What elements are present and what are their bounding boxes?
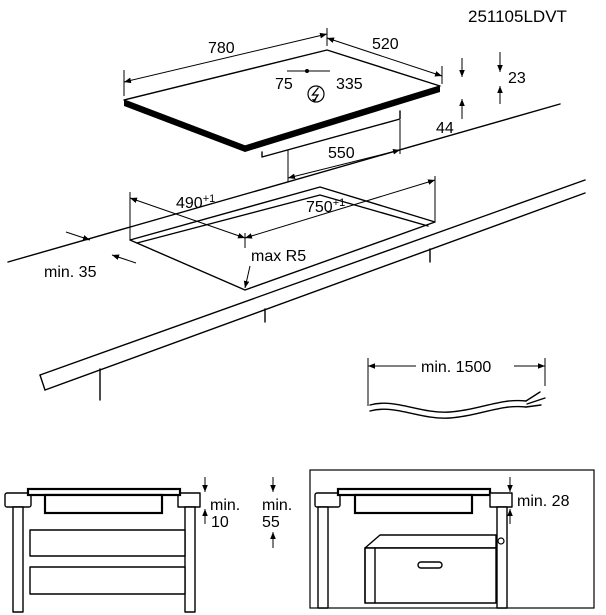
hob-body-outline [261, 110, 401, 158]
cutout-width-label: 750+1 [306, 197, 345, 216]
body-height-label: 44 [436, 120, 454, 137]
cutout-depth-tolerance: +1 [203, 193, 216, 205]
gap-b-value: 55 [262, 514, 280, 531]
hob-width-label: 780 [208, 40, 235, 57]
body-width-label: 550 [328, 145, 355, 162]
dimension-line-780 [123, 32, 328, 84]
worktop-right-section-oven [489, 492, 513, 508]
cutout-width-value: 750 [306, 199, 333, 216]
worktop-front-top-edge [39, 179, 586, 376]
oven-front [364, 547, 497, 604]
arrow-edge-distance-inner [111, 254, 137, 264]
hob-body-section-oven [353, 493, 474, 515]
dimension-line-750 [244, 179, 436, 239]
corner-radius-leader [243, 265, 251, 289]
worktop-front-end [39, 374, 46, 391]
section-drawers: min. 10 min. 55 [4, 477, 292, 613]
cable-length-label: min. 1500 [421, 359, 491, 376]
dimension-line-490 [129, 197, 246, 239]
oven-knob [497, 537, 505, 545]
cable-wire-ends [525, 391, 546, 408]
hob-glass-top [123, 49, 441, 147]
offset-b-label: 335 [336, 76, 363, 93]
power-supply-icon [307, 85, 325, 103]
hob-depth-label: 520 [372, 36, 399, 53]
cable-upper-line [369, 399, 527, 413]
drawer-upper [29, 529, 186, 557]
drawer-lower [29, 566, 186, 595]
oven [364, 534, 505, 604]
offset-a-label: 75 [275, 76, 293, 93]
min-edge-distance-label: min. 35 [44, 264, 97, 281]
gap-oven-label: min. 28 [517, 493, 570, 510]
connection-point [305, 69, 309, 73]
section-oven: min. 28 [309, 469, 595, 609]
document-code: 251105LDVT [468, 7, 567, 26]
gap-b-label: min. [262, 497, 292, 514]
cabinet-left-side [12, 506, 24, 613]
arrow-edge-distance-outer [65, 231, 91, 241]
cabinet-right-side [184, 506, 196, 613]
worktop-left-section-oven [314, 492, 341, 508]
corner-radius-label: max R5 [251, 248, 306, 265]
section-oven-frame [309, 469, 595, 609]
cutout-width-tolerance: +1 [333, 197, 346, 209]
worktop-front-bottom-edge [44, 192, 586, 391]
hob-body-section [43, 493, 164, 515]
glass-thickness-label: 23 [508, 70, 526, 87]
hob-isometric: 780 520 75 335 23 44 550 [123, 28, 526, 182]
gap-a-label: min. [210, 497, 240, 514]
gap-a-value: 10 [211, 514, 229, 531]
supply-cable: min. 1500 [367, 358, 546, 419]
cable-lower-line [369, 405, 527, 419]
dimension-line-520 [326, 37, 443, 77]
worktop: 490+1 750+1 min. 35 max R5 [7, 103, 586, 401]
oven-handle [417, 561, 443, 569]
oven-top [364, 534, 497, 549]
cutout-depth-value: 490 [176, 195, 203, 212]
cabinet-left-side-oven [317, 506, 329, 609]
cutout-depth-label: 490+1 [176, 193, 215, 212]
cabinet-right-side-oven [496, 506, 508, 609]
worktop-right-section [177, 492, 201, 508]
hob-front-edge [124, 86, 440, 152]
